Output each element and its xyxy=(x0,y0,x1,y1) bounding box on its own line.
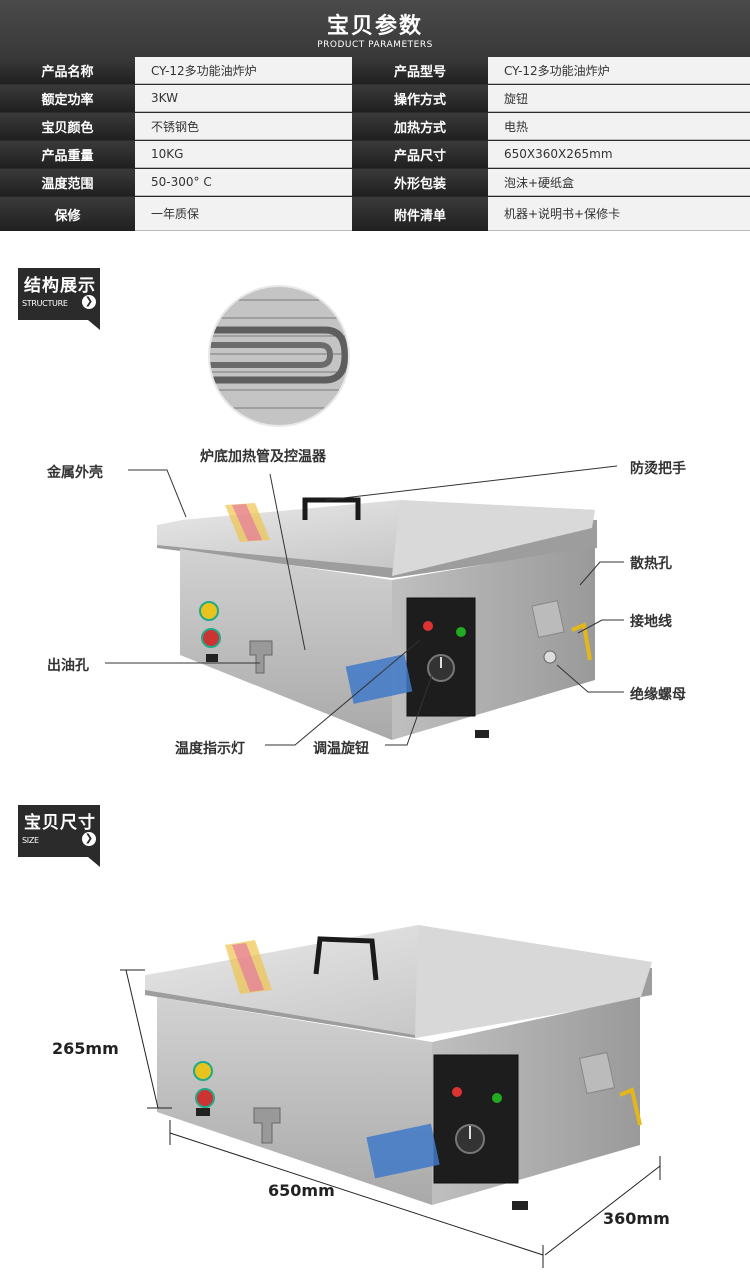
params-subtitle: PRODUCT PARAMETERS xyxy=(317,40,433,50)
label-indicator: 温度指示灯 xyxy=(175,741,245,757)
oil-valve xyxy=(249,640,273,674)
params-panel: 宝贝参数 PRODUCT PARAMETERS 产品名称 CY-12多功能油炸炉… xyxy=(0,0,750,231)
power-light xyxy=(423,621,433,631)
dimension-height: 265mm xyxy=(52,1039,119,1058)
param-key: 额定功率 xyxy=(0,85,135,112)
table-row: 产品名称 CY-12多功能油炸炉 产品型号 CY-12多功能油炸炉 xyxy=(0,57,750,85)
table-row: 保修 一年质保 附件清单 机器+说明书+保修卡 xyxy=(0,197,750,231)
param-key: 宝贝颜色 xyxy=(0,113,135,140)
size-tag-subtitle: SIZE xyxy=(22,836,39,845)
leader-lines xyxy=(105,465,624,746)
param-value: 50-300° C xyxy=(135,169,352,196)
param-key: 保修 xyxy=(0,197,135,231)
params-table: 产品名称 CY-12多功能油炸炉 产品型号 CY-12多功能油炸炉 额定功率 3… xyxy=(0,57,750,231)
param-value: 一年质保 xyxy=(135,197,352,231)
label-handle: 防烫把手 xyxy=(630,461,686,477)
param-value: 650X360X265mm xyxy=(488,141,750,168)
label-ground-wire: 接地线 xyxy=(630,614,672,630)
table-row: 宝贝颜色 不锈钢色 加热方式 电热 xyxy=(0,113,750,141)
param-key: 附件清单 xyxy=(352,197,488,231)
param-value: 10KG xyxy=(135,141,352,168)
chevron-right-icon: ❯ xyxy=(82,832,96,846)
label-oil-outlet: 出油孔 xyxy=(47,658,89,674)
table-row: 额定功率 3KW 操作方式 旋钮 xyxy=(0,85,750,113)
size-tag: 宝贝尺寸 SIZE ❯ xyxy=(18,805,100,867)
param-value: CY-12多功能油炸炉 xyxy=(135,57,352,84)
param-key: 温度范围 xyxy=(0,169,135,196)
table-row: 温度范围 50-300° C 外形包装 泡沫+硬纸盒 xyxy=(0,169,750,197)
label-insulating-nut: 绝缘螺母 xyxy=(630,687,686,703)
fryer-structure-image xyxy=(157,497,597,740)
dimension-length: 650mm xyxy=(268,1181,335,1200)
chevron-right-icon: ❯ xyxy=(82,295,96,309)
tag-tail xyxy=(88,857,100,867)
param-value: 机器+说明书+保修卡 xyxy=(488,197,750,231)
label-knob: 调温旋钮 xyxy=(313,741,369,757)
param-value: 3KW xyxy=(135,85,352,112)
param-value: 电热 xyxy=(488,113,750,140)
param-value: CY-12多功能油炸炉 xyxy=(488,57,750,84)
param-value: 泡沫+硬纸盒 xyxy=(488,169,750,196)
label-metal-shell: 金属外壳 xyxy=(47,465,103,481)
tag-tail xyxy=(88,320,100,330)
param-key: 产品重量 xyxy=(0,141,135,168)
dimension-width: 360mm xyxy=(603,1209,670,1228)
label-vents: 散热孔 xyxy=(630,556,672,572)
fryer-size-image xyxy=(145,925,652,1210)
work-light xyxy=(456,627,466,637)
structure-tag-subtitle: STRUCTURE xyxy=(22,299,68,308)
param-key: 产品型号 xyxy=(352,57,488,84)
structure-tag-title: 结构展示 xyxy=(24,276,96,296)
control-panel xyxy=(433,1054,519,1184)
param-key: 产品名称 xyxy=(0,57,135,84)
handle xyxy=(302,497,361,520)
dimension-lines xyxy=(120,969,661,1268)
param-key: 外形包装 xyxy=(352,169,488,196)
size-tag-title: 宝贝尺寸 xyxy=(24,813,96,833)
param-key: 产品尺寸 xyxy=(352,141,488,168)
structure-tag: 结构展示 STRUCTURE ❯ xyxy=(18,268,100,330)
table-row: 产品重量 10KG 产品尺寸 650X360X265mm xyxy=(0,141,750,169)
params-title: 宝贝参数 xyxy=(326,14,423,39)
heating-tube-closeup xyxy=(208,285,350,427)
param-key: 加热方式 xyxy=(352,113,488,140)
label-heating-tube: 炉底加热管及控温器 xyxy=(200,449,326,465)
param-value: 旋钮 xyxy=(488,85,750,112)
param-value: 不锈钢色 xyxy=(135,113,352,140)
param-key: 操作方式 xyxy=(352,85,488,112)
